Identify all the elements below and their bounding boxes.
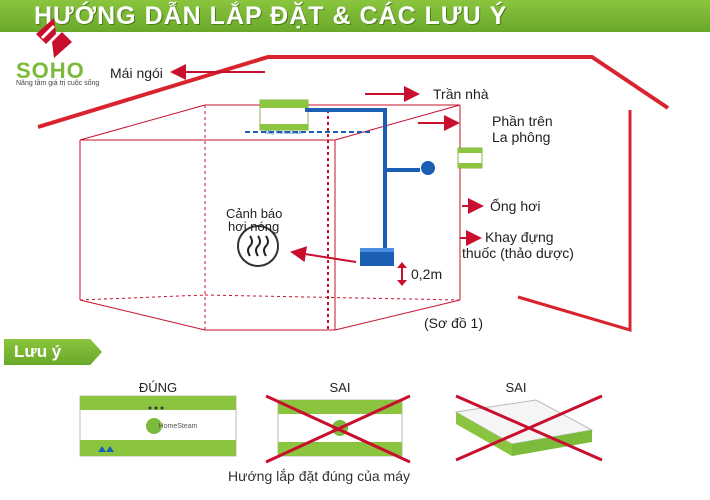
roof-line <box>37 55 670 129</box>
steam-pipe <box>305 108 420 250</box>
label-steam-pipe: Ống hơi <box>490 198 541 214</box>
label-warning-2: hơi nóng <box>228 219 280 234</box>
notes-title: Lưu ý <box>4 339 102 365</box>
label-false-ceiling-1: Phần trên <box>492 113 553 129</box>
column-label-wrong-2: SAI <box>505 380 527 395</box>
herb-tray <box>360 248 394 266</box>
notes-caption: Hướng lắp đặt đúng của máy <box>228 468 410 484</box>
label-ceiling: Trần nhà <box>433 86 489 102</box>
unit-panel-text: Máy Homesteam <box>265 130 303 136</box>
column-label-wrong-1: SAI <box>329 380 351 395</box>
room-box <box>79 104 461 331</box>
label-warning-1: Cảnh báo <box>226 206 283 221</box>
header-banner: HƯỚNG DẪN LẮP ĐẶT & CÁC LƯU Ý <box>0 0 710 32</box>
device-wrong-1 <box>265 394 411 464</box>
logo-tagline: Nâng tầm giá trị cuộc sống <box>16 80 100 87</box>
steam-unit-side <box>457 147 483 169</box>
label-false-ceiling-2: La phông <box>492 129 551 145</box>
label-tray-2: thuốc (thảo dược) <box>462 245 574 261</box>
hot-steam-icon <box>237 225 279 267</box>
soho-logo-icon <box>36 18 72 58</box>
device-brand-1: HomeSteam <box>159 423 198 430</box>
pipe-outlet <box>421 161 435 175</box>
device-correct <box>79 395 237 457</box>
label-height: 0,2m <box>411 266 443 282</box>
page-title: HƯỚNG DẪN LẮP ĐẶT & CÁC LƯU Ý <box>34 2 508 30</box>
arrow-warning <box>290 246 357 263</box>
label-tray-1: Khay đựng <box>485 229 554 245</box>
label-figure-number: (Sơ đồ 1) <box>424 315 483 331</box>
steam-unit-ceiling <box>259 99 309 131</box>
device-wrong-2 <box>454 394 603 462</box>
logo-text: SOHO <box>16 58 85 83</box>
right-wall-line <box>517 110 632 333</box>
column-label-correct: ĐÚNG <box>138 380 178 395</box>
label-roof: Mái ngói <box>110 65 163 81</box>
